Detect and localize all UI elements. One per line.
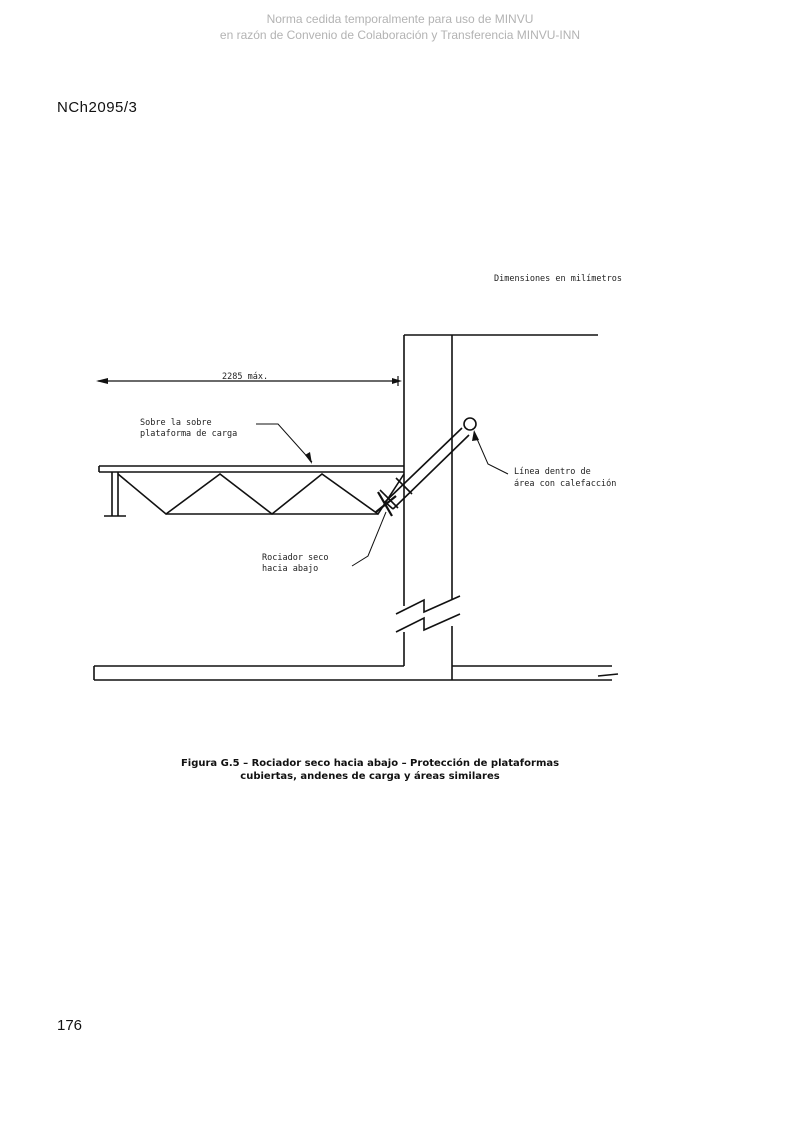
floor-break-tick xyxy=(597,673,619,677)
watermark-line-2: en razón de Convenio de Colaboración y T… xyxy=(219,28,581,42)
caption-line-1: Figura G.5 – Rociador seco hacia abajo –… xyxy=(180,758,560,769)
break-mark-lower xyxy=(395,613,461,633)
page-number: 176 xyxy=(57,1017,83,1034)
callout-platform-line2: plataforma de carga xyxy=(140,429,237,439)
figure-caption: Figura G.5 – Rociador seco hacia abajo –… xyxy=(140,757,600,783)
leader-sprinkler xyxy=(351,511,387,567)
pipe-sleeve-b xyxy=(379,489,399,509)
dimension-arrow-left xyxy=(96,378,108,384)
standard-code: NCh2095/3 xyxy=(57,99,138,116)
leader-pipe-arrow xyxy=(472,430,479,441)
callout-pipe-line2: área con calefacción xyxy=(514,478,616,489)
callout-sprinkler-line1: Rociador seco xyxy=(262,553,329,563)
callout-platform-line1: Sobre la sobre xyxy=(140,418,212,428)
pipe-line-b xyxy=(392,434,470,510)
watermark-line-1: Norma cedida temporalmente para uso de M… xyxy=(266,12,534,26)
callout-sprinkler-line2: hacia abajo xyxy=(262,564,318,574)
caption-line-2: cubiertas, andenes de carga y áreas simi… xyxy=(240,771,500,782)
pipe-sleeve-a xyxy=(395,477,413,495)
dimension-arrow-right xyxy=(392,378,402,384)
leader-platform xyxy=(256,423,313,463)
leader-pipe xyxy=(473,431,509,475)
pipe-line-a xyxy=(384,427,463,503)
sprinkler-x-2 xyxy=(375,495,397,513)
units-note: Dimensiones en milímetros xyxy=(494,274,622,284)
break-mark-upper xyxy=(395,595,461,615)
pipe-elbow xyxy=(463,417,477,431)
truss-web xyxy=(117,472,405,516)
dimension-label: 2285 máx. xyxy=(222,372,268,382)
callout-pipe-line1: Línea dentro de xyxy=(514,467,591,477)
leader-platform-arrow xyxy=(305,452,312,464)
